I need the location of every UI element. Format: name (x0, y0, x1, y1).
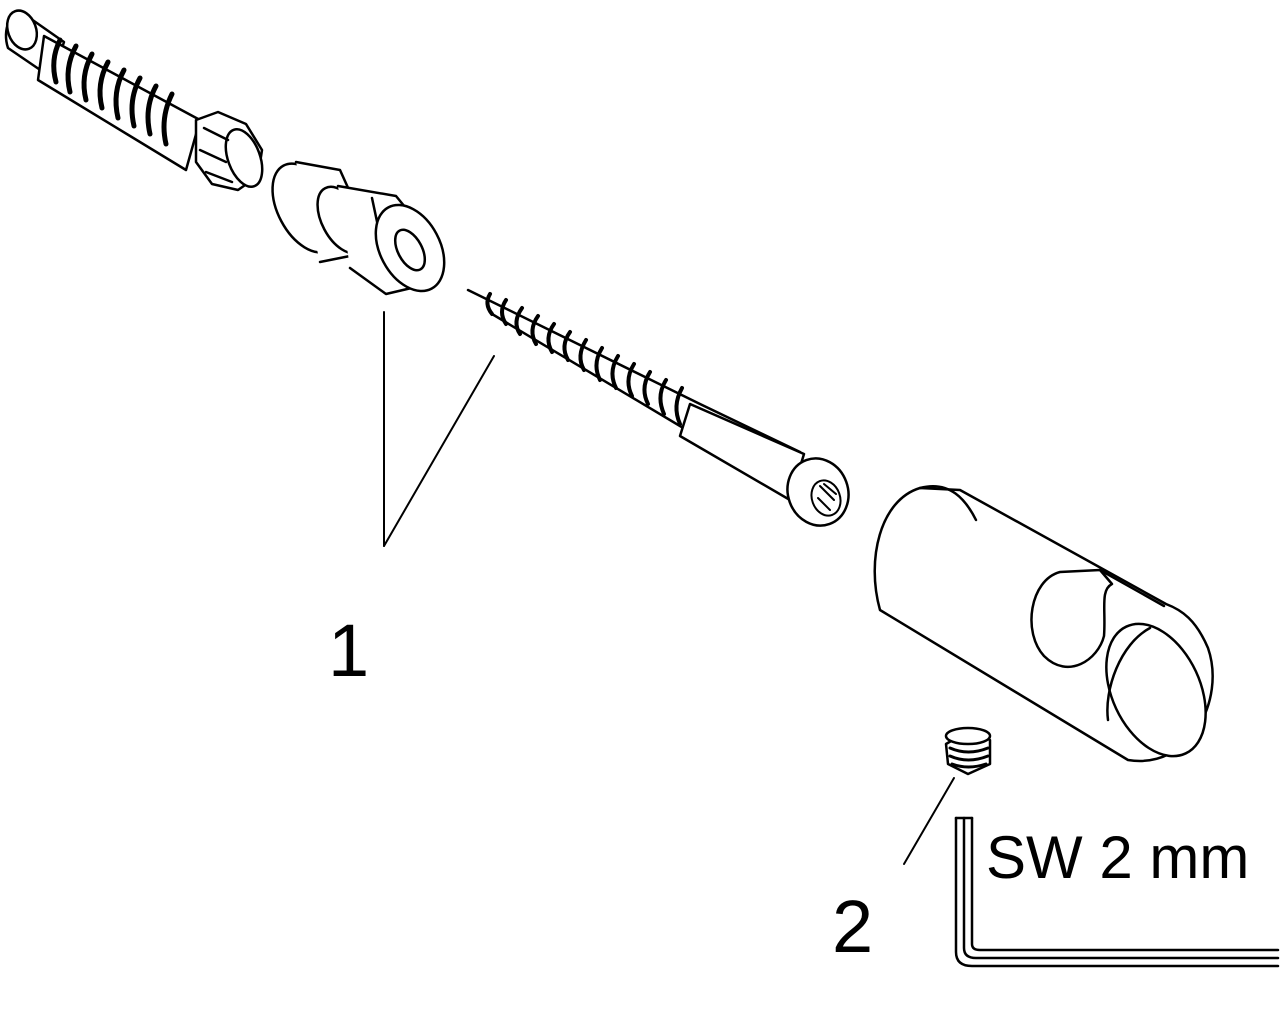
hex-key-size-label: SW 2 mm (986, 824, 1250, 891)
hex-key (954, 816, 1280, 968)
callout-label-2: 2 (832, 885, 874, 968)
wood-screw (466, 288, 850, 527)
hook-body (873, 485, 1214, 763)
set-screw (944, 726, 992, 776)
leader-line-set-screw (903, 777, 955, 865)
mounting-sleeve (271, 160, 446, 296)
leader-lines (383, 311, 955, 865)
callout-label-1: 1 (328, 609, 370, 692)
leader-line-screw (383, 355, 495, 547)
wall-plug (4, 9, 264, 192)
